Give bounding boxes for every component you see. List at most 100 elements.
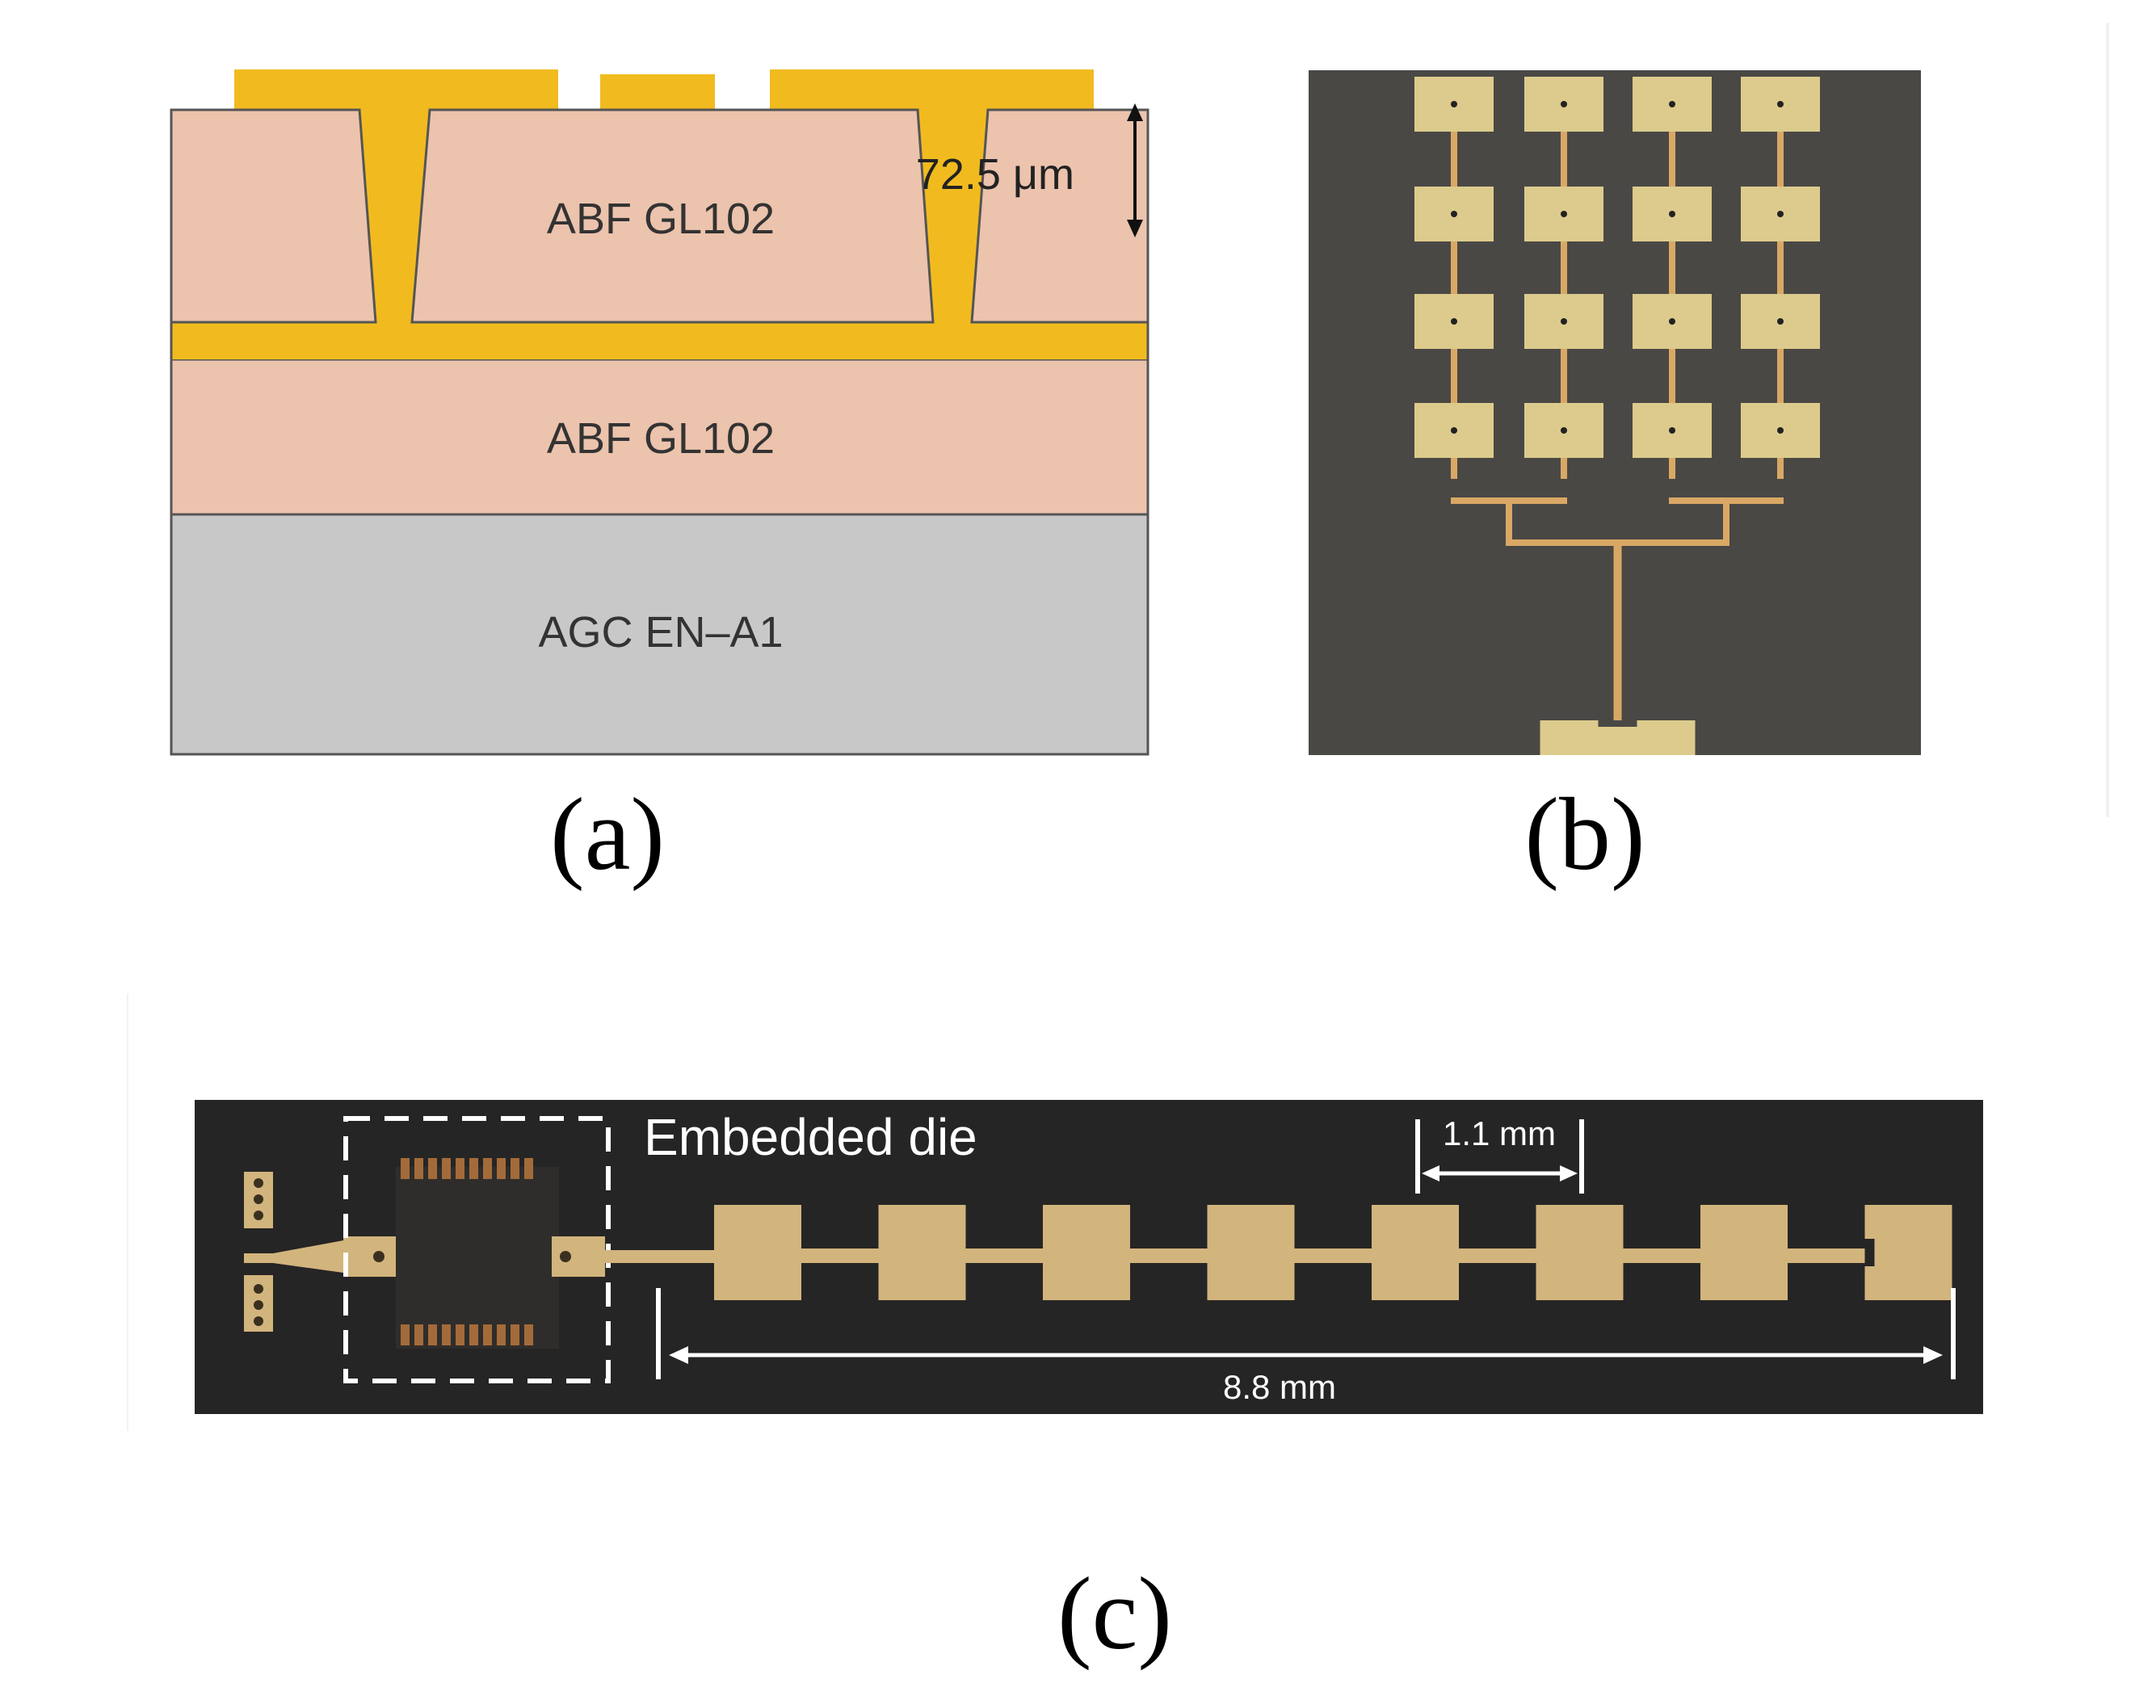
layer-label-abf-top: ABF GL102 [547, 195, 775, 243]
antenna-array-4x4 [1414, 77, 1820, 755]
series-feed-line [801, 1248, 879, 1263]
embedded-die [396, 1158, 559, 1349]
die-bump [456, 1324, 464, 1345]
patch-element [1043, 1205, 1130, 1300]
length-label: 8.8 mm [1223, 1368, 1336, 1406]
patch-via [1561, 427, 1567, 434]
die-bump [428, 1158, 437, 1179]
thickness-label: 72.5 μm [916, 150, 1074, 199]
patch-via [1451, 318, 1457, 325]
patch-via [1669, 427, 1675, 434]
panel-b-label: (b) [1524, 777, 1645, 892]
series-feed-line [1459, 1248, 1536, 1263]
feed-branch [1506, 501, 1512, 543]
embedded-die-outline [343, 1116, 611, 1383]
length-arrow-head-right [1923, 1346, 1943, 1364]
patch-via [1777, 101, 1784, 107]
abf-upper-segment-left [170, 108, 377, 324]
length-arrow-head-left [669, 1346, 688, 1364]
abf-upper-segment-center [410, 108, 935, 324]
patch-via [1669, 101, 1675, 107]
spacing-arrow-head-right [1560, 1165, 1578, 1181]
probe-pad-right [1637, 720, 1696, 755]
patch-via [1561, 318, 1567, 325]
probe-pad [244, 1172, 398, 1332]
die-bump [456, 1158, 464, 1179]
die-bump [483, 1158, 492, 1179]
die-bumps-bottom [401, 1324, 533, 1345]
die-bumps-top [401, 1158, 533, 1179]
series-feed-line [1623, 1248, 1700, 1263]
die-bump [442, 1158, 451, 1179]
die-bump [469, 1324, 478, 1345]
patch-element [1207, 1205, 1295, 1300]
panel-c-linear-array: Embedded die 1.1 mm 8.8 mm [195, 1100, 1983, 1414]
spacing-label: 1.1 mm [1443, 1114, 1556, 1152]
patch-element [1536, 1205, 1624, 1300]
top-metal-pad-right [770, 69, 1094, 111]
array-column-feed [1451, 104, 1457, 479]
die-output-pad [552, 1236, 605, 1277]
patch-via [1451, 427, 1457, 434]
patch-via [1669, 318, 1675, 325]
patch-element [878, 1205, 966, 1300]
feed-line [605, 1250, 718, 1263]
top-metal-pad-center [600, 74, 715, 111]
thickness-arrow-head-top [1127, 103, 1143, 121]
die-label: Embedded die [644, 1108, 977, 1166]
feed-trunk [1613, 543, 1622, 720]
die-bump [524, 1324, 533, 1345]
patch-via [1777, 318, 1784, 325]
array-column-feed [1777, 104, 1784, 479]
patch-via [1777, 211, 1784, 217]
patch-via [1561, 211, 1567, 217]
array-column-feed [1561, 104, 1567, 479]
series-feed-line [1788, 1248, 1865, 1263]
probe-pad-signal [1598, 727, 1637, 755]
thickness-arrow-head-bottom [1127, 220, 1143, 237]
die-bump [428, 1324, 437, 1345]
glass-core-layer [170, 513, 1149, 756]
panel-a-label: (a) [550, 777, 665, 892]
die-bump [497, 1324, 506, 1345]
patch-via [1561, 101, 1567, 107]
panel-a-cross-section: 72.5 μm ABF GL102 ABF GL102 AGC EN–A1 [170, 69, 1149, 756]
patch-element [1372, 1205, 1459, 1300]
die-bump [414, 1158, 423, 1179]
die-bump [401, 1158, 410, 1179]
die-bump [524, 1158, 533, 1179]
array-column-feed [1669, 104, 1675, 479]
series-fed-patches [714, 1205, 1952, 1300]
probe-pad-left [1540, 720, 1599, 755]
die-bump [414, 1324, 423, 1345]
series-feed-line [1130, 1248, 1208, 1263]
panel-b-array-photo [1309, 70, 1921, 755]
layer-label-abf-middle: ABF GL102 [547, 414, 775, 463]
patch-element [714, 1205, 801, 1300]
patch-via [1777, 427, 1784, 434]
ground-plane-copper [171, 322, 1148, 359]
series-feed-line [965, 1248, 1043, 1263]
die-bump [483, 1324, 492, 1345]
layer-label-glass: AGC EN–A1 [538, 608, 783, 657]
feed-branch [1723, 501, 1729, 543]
die-bump [511, 1324, 519, 1345]
die-bump [442, 1324, 451, 1345]
die-bump [401, 1324, 410, 1345]
patch-element-last [1864, 1205, 1952, 1300]
die-bump [469, 1158, 478, 1179]
panel-c-label: (c) [1057, 1556, 1172, 1671]
patch-via [1451, 211, 1457, 217]
abf-lower-layer [170, 358, 1149, 516]
die-bump [511, 1158, 519, 1179]
spacing-arrow-head-left [1422, 1165, 1439, 1181]
patch-via [1669, 211, 1675, 217]
abf-upper-segment-right [970, 108, 1149, 324]
patch-element [1700, 1205, 1788, 1300]
series-feed-line [1294, 1248, 1372, 1263]
die-output-via [560, 1251, 571, 1262]
top-metal-pad-left [234, 69, 558, 111]
die-bump [497, 1158, 506, 1179]
patch-via [1451, 101, 1457, 107]
